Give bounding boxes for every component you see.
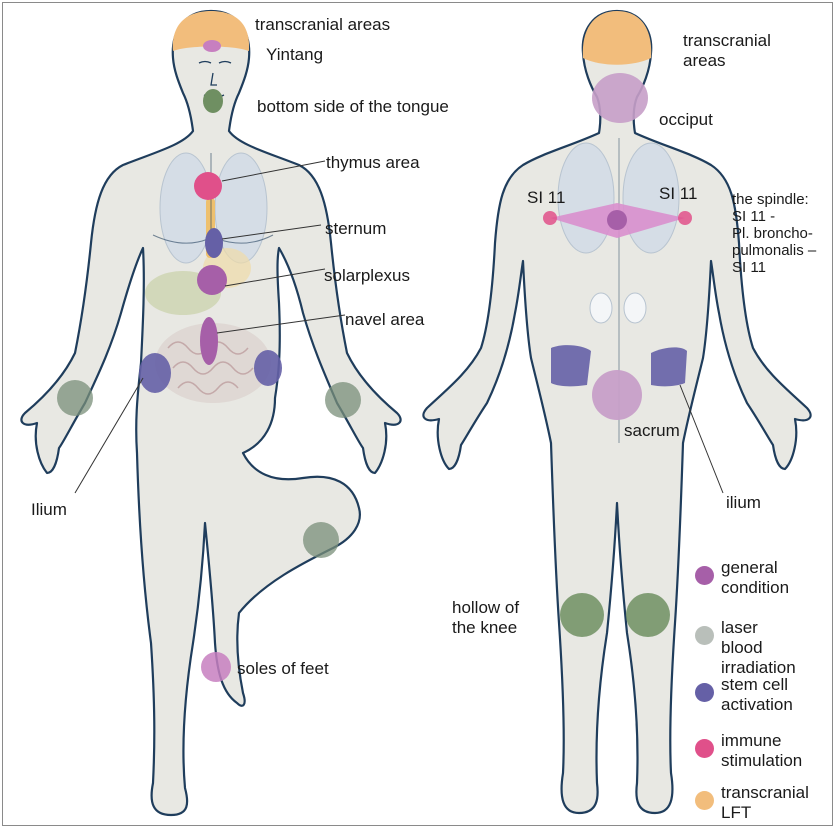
kidney-left xyxy=(590,293,612,323)
occiput-point xyxy=(592,73,648,123)
knee-back-right xyxy=(626,593,670,637)
legend-label: immune stimulation xyxy=(721,731,802,771)
label-sternum: sternum xyxy=(325,219,386,239)
thymus-point xyxy=(194,172,222,200)
legend-label: transcranial LFT xyxy=(721,783,809,823)
immune-dot-icon xyxy=(695,739,714,758)
label-ilium-back: ilium xyxy=(726,493,761,513)
label-sacrum: sacrum xyxy=(624,421,680,441)
stem-cell-dot-icon xyxy=(695,683,714,702)
label-tongue: bottom side of the tongue xyxy=(257,97,449,117)
label-yintang: Yintang xyxy=(266,45,323,65)
knee-front-point xyxy=(303,522,339,558)
ilium-back-left xyxy=(551,345,591,386)
solarplexus-point xyxy=(197,265,227,295)
sole-point xyxy=(201,652,231,682)
knee-back-left xyxy=(560,593,604,637)
left-lung xyxy=(160,153,212,263)
ilium-front-left xyxy=(139,353,171,393)
legend-label: stem cell activation xyxy=(721,675,793,715)
label-solarplexus: solarplexus xyxy=(324,266,410,286)
transcranial-dot-icon xyxy=(695,791,714,810)
sternum-point xyxy=(205,228,223,258)
sacrum-point xyxy=(592,370,642,420)
si11-left-point xyxy=(543,211,557,225)
spindle-center-point xyxy=(607,210,627,230)
ilium-front-right xyxy=(254,350,282,386)
right-lung xyxy=(215,153,267,263)
tongue-point xyxy=(203,89,223,113)
kidney-right xyxy=(624,293,646,323)
wrist-right-point xyxy=(325,382,361,418)
label-ilium-front: Ilium xyxy=(31,500,67,520)
label-occiput: occiput xyxy=(659,110,713,130)
ilium-back-right xyxy=(651,347,687,386)
label-knee: hollow of the knee xyxy=(452,598,519,638)
general-condition-dot-icon xyxy=(695,566,714,585)
wrist-left-point xyxy=(57,380,93,416)
navel-point xyxy=(200,317,218,365)
back-leader-lines xyxy=(680,385,723,493)
label-front-transcranial: transcranial areas xyxy=(255,15,390,35)
laser-blood-dot-icon xyxy=(695,626,714,645)
label-thymus: thymus area xyxy=(326,153,420,173)
legend-label: laser blood irradiation xyxy=(721,618,796,678)
back-lung-left xyxy=(558,143,614,253)
si11-right-point xyxy=(678,211,692,225)
legend-label: general condition xyxy=(721,558,789,598)
yintang-point xyxy=(203,40,221,52)
label-spindle: the spindle: SI 11 - Pl. broncho- pulmon… xyxy=(732,191,816,276)
label-soles: soles of feet xyxy=(237,659,329,679)
label-back-transcranial: transcranial areas xyxy=(683,31,771,71)
label-si11-left: SI 11 xyxy=(527,188,565,208)
front-body xyxy=(21,11,400,815)
label-navel: navel area xyxy=(345,310,424,330)
label-si11-right: SI 11 xyxy=(659,184,697,204)
